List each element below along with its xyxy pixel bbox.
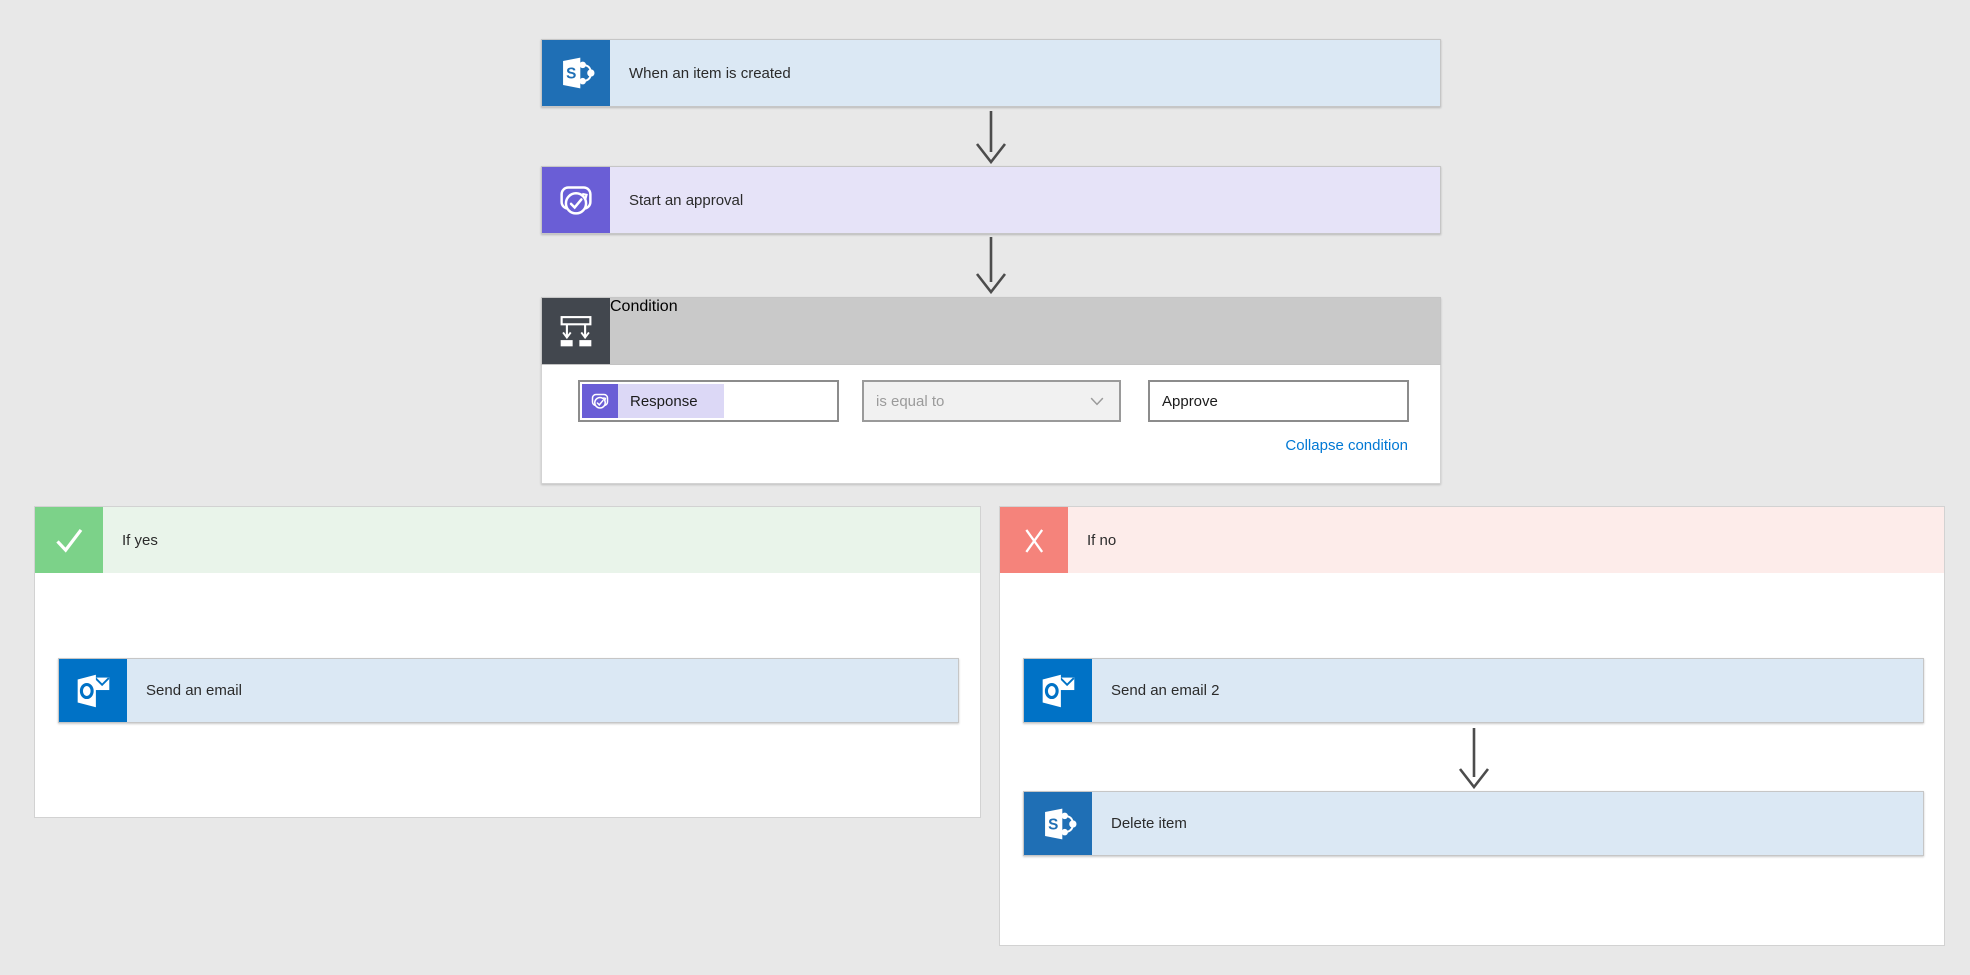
- condition-card-header[interactable]: Condition: [541, 297, 1441, 365]
- chevron-down-icon: [1087, 391, 1107, 411]
- approvals-icon: [542, 167, 610, 233]
- svg-text:S: S: [1048, 816, 1058, 833]
- condition-card: Condition Response: [541, 297, 1441, 484]
- condition-operator-value: is equal to: [876, 392, 945, 410]
- branch-if-yes-label: If yes: [122, 531, 158, 549]
- trigger-card-when-item-created[interactable]: S When an item is created: [541, 39, 1441, 107]
- send-email-card-label: Send an email: [146, 682, 242, 699]
- branch-if-no: If no Send an email 2: [999, 506, 1945, 946]
- action-card-send-email-2[interactable]: Send an email 2: [1023, 658, 1924, 723]
- condition-operator-dropdown[interactable]: is equal to: [862, 380, 1121, 422]
- branch-if-no-label: If no: [1087, 531, 1117, 549]
- condition-left-operand-field[interactable]: Response: [578, 380, 839, 422]
- condition-right-operand-field: [1148, 380, 1409, 422]
- send-email-2-card-label: Send an email 2: [1111, 682, 1220, 699]
- action-card-start-approval[interactable]: Start an approval: [541, 166, 1441, 234]
- branch-if-yes-header[interactable]: If yes: [35, 507, 980, 573]
- condition-value-input[interactable]: [1150, 382, 1407, 420]
- collapse-condition-link[interactable]: Collapse condition: [1285, 437, 1408, 454]
- trigger-card-label: When an item is created: [629, 64, 791, 82]
- connector-arrow: [969, 110, 1013, 164]
- connector-arrow: [969, 236, 1013, 294]
- condition-card-body: Response is equal to Collapse condition: [541, 365, 1441, 484]
- response-token[interactable]: Response: [582, 384, 724, 418]
- outlook-icon: [1024, 659, 1092, 722]
- branch-if-no-header[interactable]: If no: [1000, 507, 1944, 573]
- action-card-send-email[interactable]: Send an email: [58, 658, 959, 723]
- sharepoint-icon: S: [1024, 792, 1092, 855]
- outlook-icon: [59, 659, 127, 722]
- approvals-icon: [582, 384, 618, 418]
- condition-card-title: Condition: [610, 298, 678, 315]
- action-card-delete-item[interactable]: S Delete item: [1023, 791, 1924, 856]
- response-token-label: Response: [618, 384, 724, 418]
- condition-icon: [542, 298, 610, 364]
- connector-arrow: [1452, 727, 1496, 789]
- x-icon: [1000, 507, 1068, 573]
- sharepoint-icon: S: [542, 40, 610, 106]
- approval-card-label: Start an approval: [629, 191, 744, 209]
- check-icon: [35, 507, 103, 573]
- svg-text:S: S: [566, 65, 576, 82]
- branch-if-yes: If yes Send an email: [34, 506, 981, 818]
- delete-item-card-label: Delete item: [1111, 815, 1187, 832]
